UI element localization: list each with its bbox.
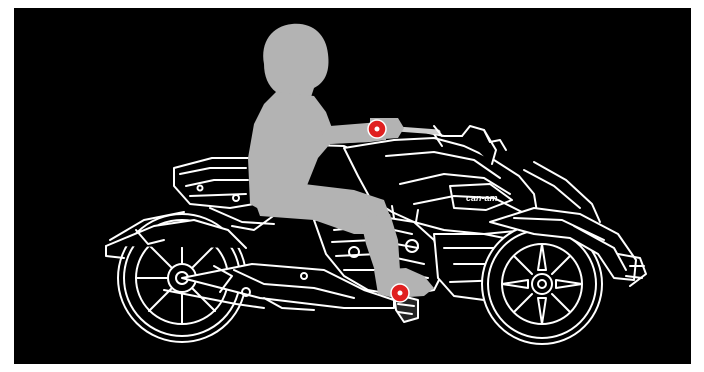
spyder-rider-illustration: can-am (14, 8, 691, 364)
footpeg-hotspot[interactable] (391, 284, 409, 302)
brand-logo-text: can-am (466, 193, 498, 203)
handlebar-hotspot[interactable] (368, 120, 386, 138)
illustration-panel: can-am (14, 8, 691, 364)
rider-helmet (263, 24, 328, 104)
